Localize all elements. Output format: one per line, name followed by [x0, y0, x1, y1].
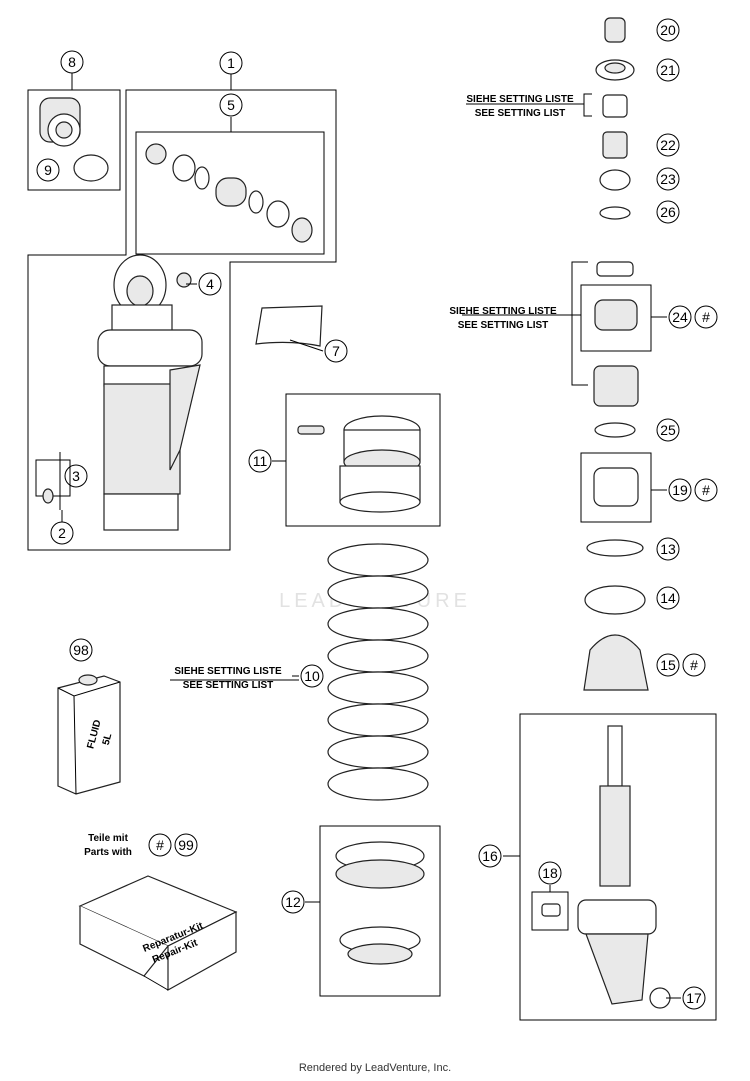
parts-note-en: Parts with — [84, 847, 132, 858]
leader-lines — [59, 73, 681, 999]
callout-hash-19: # — [694, 478, 718, 502]
callout-14: 14 — [656, 586, 680, 610]
svg-text:#: # — [702, 309, 710, 325]
box-part-24 — [580, 284, 652, 352]
callout-hash-15: # — [682, 653, 706, 677]
part-5-drawing — [145, 143, 313, 243]
part-7-drawing — [255, 305, 323, 347]
callout-16: 16 — [478, 844, 502, 868]
callout-5: 5 — [219, 93, 243, 117]
svg-text:98: 98 — [73, 642, 89, 658]
svg-text:24: 24 — [672, 309, 688, 325]
svg-text:11: 11 — [253, 453, 268, 469]
svg-text:4: 4 — [206, 276, 214, 292]
callout-hash-99: # — [148, 833, 172, 857]
callout-19: 19 — [668, 478, 692, 502]
callout-98: 98 — [69, 638, 93, 662]
part-12-drawing — [335, 841, 425, 965]
svg-text:25: 25 — [660, 422, 676, 438]
svg-text:9: 9 — [44, 162, 52, 178]
svg-text:7: 7 — [332, 343, 340, 359]
footer-credit: Rendered by LeadVenture, Inc. — [298, 1062, 452, 1074]
callout-hash-24: # — [694, 305, 718, 329]
shock-body-drawing — [42, 254, 203, 531]
svg-text:5: 5 — [227, 97, 235, 113]
fluid-label-2: 5L — [101, 732, 115, 746]
svg-text:13: 13 — [660, 541, 676, 557]
part-11-drawing — [297, 415, 421, 513]
svg-text:22: 22 — [660, 137, 676, 153]
callout-22: 22 — [656, 133, 680, 157]
svg-text:20: 20 — [660, 22, 676, 38]
callout-15: 15 — [656, 653, 680, 677]
callout-7: 7 — [324, 339, 348, 363]
box-part-12 — [319, 825, 441, 997]
svg-text:#: # — [156, 837, 164, 853]
callout-24: 24 — [668, 305, 692, 329]
setting-note-spring: SIEHE SETTING LISTE SEE SETTING LIST — [174, 666, 282, 691]
callout-12: 12 — [281, 890, 305, 914]
callout-20: 20 — [656, 18, 680, 42]
callout-25: 25 — [656, 418, 680, 442]
parts-note-de: Teile mit — [88, 833, 128, 844]
callout-4: 4 — [198, 272, 222, 296]
callout-18: 18 — [538, 861, 562, 885]
box-part-8 — [27, 89, 121, 191]
callout-21: 21 — [656, 58, 680, 82]
callout-2: 2 — [50, 521, 74, 545]
box-part-1 — [27, 89, 337, 551]
svg-text:3: 3 — [72, 468, 80, 484]
callout-11: 11 — [248, 449, 272, 473]
callout-8: 8 — [60, 50, 84, 74]
setting-note-spring-de: SIEHE SETTING LISTE — [174, 666, 282, 677]
svg-text:10: 10 — [304, 668, 320, 684]
callout-99: 99 — [174, 833, 198, 857]
svg-text:18: 18 — [542, 865, 558, 881]
callouts: 1 5 8 9 4 7 3 2 11 10 12 98 # 99 16 18 1… — [36, 18, 718, 1010]
callout-1: 1 — [219, 51, 243, 75]
svg-text:23: 23 — [660, 171, 676, 187]
svg-text:21: 21 — [660, 62, 676, 78]
setting-note-top-de: SIEHE SETTING LISTE — [466, 94, 574, 105]
box-part-16 — [519, 713, 717, 1021]
setting-note-mid-de: SIEHE SETTING LISTE — [449, 306, 557, 317]
svg-text:1: 1 — [227, 55, 235, 71]
callout-17: 17 — [682, 986, 706, 1010]
setting-note-mid-en: SEE SETTING LIST — [458, 320, 549, 331]
parts-note: Teile mit Parts with — [84, 833, 132, 858]
callout-26: 26 — [656, 200, 680, 224]
right-column-drawings — [541, 17, 671, 1009]
callout-13: 13 — [656, 537, 680, 561]
svg-text:8: 8 — [68, 54, 76, 70]
svg-text:15: 15 — [660, 657, 676, 673]
svg-text:12: 12 — [285, 894, 301, 910]
svg-text:17: 17 — [686, 990, 702, 1006]
callout-23: 23 — [656, 167, 680, 191]
setting-note-spring-en: SEE SETTING LIST — [183, 680, 274, 691]
callout-3: 3 — [64, 464, 88, 488]
box-part-11 — [285, 393, 441, 527]
svg-text:2: 2 — [58, 525, 66, 541]
callout-9: 9 — [36, 158, 60, 182]
svg-text:14: 14 — [660, 590, 676, 606]
setting-note-top: SIEHE SETTING LISTE SEE SETTING LIST — [466, 94, 574, 119]
box-part-5 — [135, 131, 325, 255]
repair-kit-box-drawing: Reparatur-Kit Repair-Kit — [78, 875, 238, 992]
svg-text:#: # — [702, 482, 710, 498]
callout-10: 10 — [300, 664, 324, 688]
svg-text:19: 19 — [672, 482, 688, 498]
part-8-drawing — [39, 97, 109, 182]
svg-text:#: # — [690, 657, 698, 673]
setting-note-mid: SIEHE SETTING LISTE SEE SETTING LIST — [449, 306, 557, 331]
svg-text:16: 16 — [482, 848, 498, 864]
setting-note-top-en: SEE SETTING LIST — [475, 108, 566, 119]
part-10-drawing — [327, 543, 429, 801]
svg-text:99: 99 — [178, 837, 194, 853]
svg-text:26: 26 — [660, 204, 676, 220]
box-part-19 — [580, 452, 652, 523]
fluid-can-drawing: FLUID 5L — [57, 674, 121, 795]
